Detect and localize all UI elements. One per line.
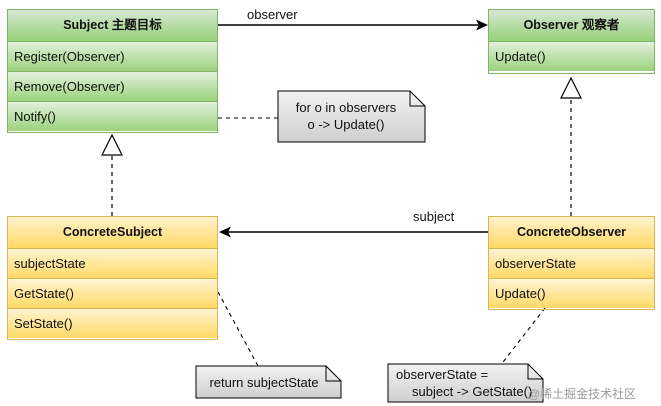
subject-method-register: Register(Observer) [8, 41, 217, 71]
concrete-subject-method-getstate: GetState() [8, 278, 217, 308]
concrete-subject-attr-state: subjectState [8, 248, 217, 278]
concrete-observer-class-title: ConcreteObserver [489, 217, 654, 248]
subject-class-title: Subject 主题目标 [8, 10, 217, 41]
notify-note-line-2: o -> Update() [307, 117, 385, 132]
observer-class[interactable]: Observer 观察者 Update() [488, 9, 655, 74]
concrete-observer-method-update: Update() [489, 278, 654, 308]
subject-class[interactable]: Subject 主题目标 Register(Observer) Remove(O… [7, 9, 218, 133]
concrete-observer-class[interactable]: ConcreteObserver observerState Update() [488, 216, 655, 310]
getstate-note-fold [325, 366, 341, 382]
watermark-text: @稀土掘金技术社区 [528, 387, 637, 401]
notify-note-shape [277, 90, 426, 143]
notify-note-line-1: for o in observers [295, 100, 397, 115]
update-note-link [499, 307, 546, 367]
observer-association-arrowhead [476, 19, 488, 31]
concrete-subject-class-title: ConcreteSubject [8, 217, 217, 248]
update-note-line-2: subject -> GetState() [412, 384, 533, 399]
getstate-note-link [217, 291, 259, 367]
concrete-observer-attr-state: observerState [489, 248, 654, 278]
update-note-shape [387, 363, 544, 403]
subject-method-remove: Remove(Observer) [8, 71, 217, 101]
observer-edge-label: observer [247, 7, 298, 22]
observer-class-title: Observer 观察者 [489, 10, 654, 41]
concrete-subject-class[interactable]: ConcreteSubject subjectState GetState() … [7, 216, 218, 340]
notify-note: for o in observers o -> Update() [282, 99, 410, 133]
subject-association-arrowhead [219, 226, 231, 238]
subject-edge-label: subject [413, 209, 455, 224]
notify-note-fold [409, 91, 425, 107]
getstate-note: return subjectState [200, 374, 328, 391]
observer-inheritance-triangle [560, 76, 582, 99]
observer-method-update: Update() [489, 41, 654, 71]
concrete-subject-method-setstate: SetState() [8, 308, 217, 338]
update-note-line-1: observerState = [396, 367, 489, 382]
subject-method-notify: Notify() [8, 101, 217, 131]
getstate-note-shape [195, 365, 342, 399]
subject-inheritance-triangle [101, 133, 123, 156]
update-note-fold [527, 364, 543, 380]
update-note: observerState = subject -> GetState() [392, 366, 542, 400]
getstate-note-line-1: return subjectState [209, 375, 319, 390]
